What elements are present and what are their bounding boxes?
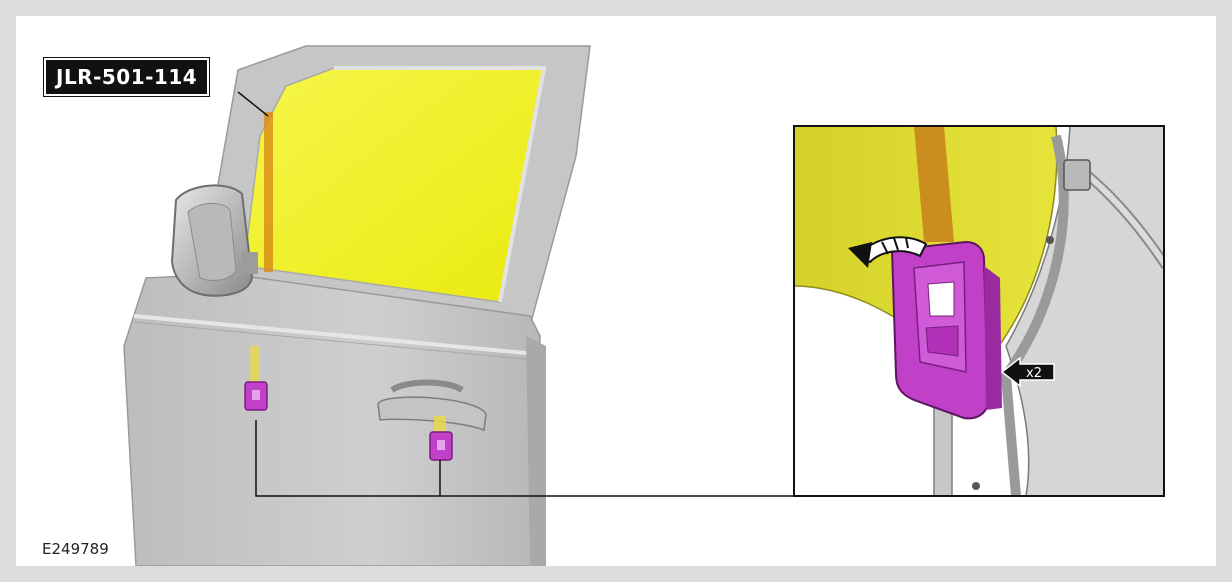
special-tool-label: JLR-501-114 — [44, 58, 209, 96]
retaining-clip-right — [430, 432, 452, 460]
retaining-clip-detail — [892, 242, 1002, 418]
retaining-clip-left — [245, 382, 267, 410]
figure-id: E249789 — [42, 540, 109, 558]
illustration-panel: x2 JLR-501-114 E249789 — [16, 16, 1216, 566]
door-glass — [244, 68, 544, 302]
quantity-label: x2 — [1026, 366, 1042, 381]
tool-strip — [264, 112, 273, 272]
door-illustration: x2 — [16, 16, 1216, 566]
detail-callout: x2 — [794, 126, 1166, 496]
